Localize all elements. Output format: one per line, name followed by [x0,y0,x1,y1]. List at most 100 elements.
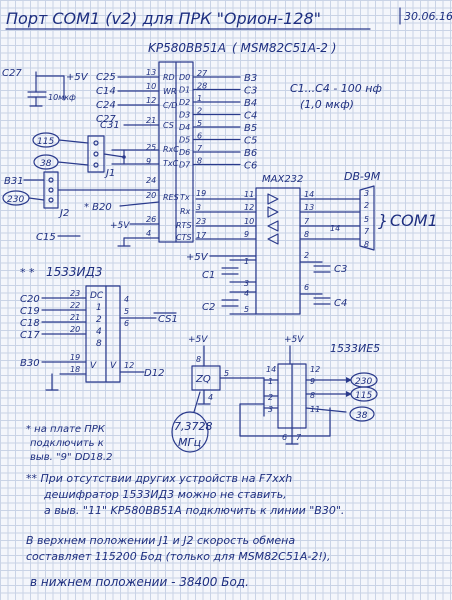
usart-inner-wr: WR [163,87,176,96]
tag-115-text: 115 [37,137,54,147]
usart-tx: Tx [180,193,190,202]
cnt-tag-230-text: 230 [355,377,372,387]
arrow-115 [346,391,352,397]
caps-note-2: (1,0 мкф) [300,98,354,111]
dc-in-c19: C19 [20,306,40,317]
usart-line-c5: C5 [244,136,257,147]
j2-pin-1 [48,177,54,183]
usart-pin-17: 17 [196,231,207,240]
usart-line-c4: C4 [244,111,257,122]
left-note-1: * на плате ПРК [26,424,106,435]
quartz-unit: МГц [178,436,201,449]
plus5v-max: +5V [186,252,209,263]
dc-inner-v2: V [110,361,117,371]
usart-pin-19: 19 [196,189,206,198]
max-cap-pin-4: 4 [244,289,249,298]
quartz-arrow [193,391,201,413]
usart-data-d1: D1 [179,86,190,95]
db9-label: DB-9M [344,170,381,183]
dc-inner-v1: V [90,361,97,371]
max-pin-12: 12 [244,203,254,212]
plus5v-usart: +5V [110,221,130,231]
usart-pin-9: 9 [146,157,151,166]
max-pin-10: 10 [244,217,254,226]
label-cs1: CS1 [158,314,178,325]
j2-pin-2 [48,187,54,193]
db9-pin-7: 7 [364,227,370,236]
zq-pin-4: 4 [208,393,213,402]
usart-in-c24: C24 [96,100,116,111]
db9-pin-5: 5 [364,215,369,224]
cnt-pin-1: 1 [268,377,273,386]
cnt-pin-7: 7 [296,433,302,442]
jumper-j2[interactable] [43,171,59,209]
usart-line-b4: B4 [244,98,257,109]
max232-receiver-1 [267,220,279,232]
dc-pin-21: 21 [70,313,80,322]
com1-brace: } [378,211,388,230]
max232-driver-2 [267,206,279,218]
j2-pin-3 [48,197,54,203]
dc-pin-19: 19 [70,353,80,362]
usart-inner-rd: RD [163,73,175,82]
label-d12: D12 [144,368,164,379]
usart-line-c3: C3 [244,86,257,97]
cnt-pin-14: 14 [266,365,276,374]
usart-data-pin-2: 1 [197,94,202,103]
dc-out-pin-5: 5 [124,307,129,316]
j1-pin-3 [93,162,99,168]
usart-data-d0: D0 [179,73,190,82]
usart-line-c6: C6 [244,161,257,172]
usart-in-c14: C14 [96,86,116,97]
cnt-tag-38-text: 38 [356,411,368,421]
dc-in-c18: C18 [20,318,40,329]
dc-out-pin-6: 6 [124,319,129,328]
date-label: 30.06.16 [404,10,452,23]
usart-pin-10: 10 [146,82,156,91]
dc-inner-dc: DC [90,291,104,301]
dc-pin-23: 23 [70,289,80,298]
cnt-pin-9: 9 [310,377,315,386]
label-b30: B30 [20,358,40,369]
wire-115 [58,139,89,144]
max-pin-7: 7 [304,217,310,226]
usart-chip-alt: ( MSM82C51A-2 ) [232,41,336,55]
wire-b20 [119,201,160,207]
zq-label: ZQ [195,374,211,385]
usart-data-d7: D7 [179,161,191,170]
label-b20: * B20 [84,202,112,213]
cnt-pin-6: 6 [282,433,287,442]
usart-pin-4: 4 [146,229,151,238]
max-pin-14: 14 [304,190,314,199]
usart-data-d4: D4 [179,123,190,132]
cnt-tag-115 [350,386,378,402]
max-pin-11: 11 [244,190,254,199]
usart-data-pin-4: 5 [197,119,202,128]
dc-chip-name: 1533ИД3 [46,265,103,279]
usart-data-pin-0: 27 [197,69,208,78]
cnt-pin-8: 8 [310,391,315,400]
max-cap-pin-5: 5 [244,305,249,314]
cap-c3: C3 [334,264,347,275]
label-b31: B31 [4,176,24,187]
usart-pin-25: 25 [146,143,156,152]
usart-rx: Rx [180,207,191,216]
note-4: В верхнем положении J1 и J2 скорость обм… [26,534,295,547]
usart-pin-13: 13 [146,68,156,77]
cap-c4: C4 [334,298,347,309]
page-title: Порт COM1 (v2) для ПРК "Орион-128" [6,9,321,28]
max-cap-pin-6: 6 [304,283,309,292]
max-pin-9: 9 [244,230,249,239]
max-cap-pin-1: 1 [244,257,249,266]
wire-230 [28,197,45,201]
zq-pin-5: 5 [224,369,229,378]
usart-data-d2: D2 [179,98,190,107]
usart-data-pin-5: 6 [197,132,202,141]
dc-pin-22: 22 [70,301,80,310]
db9-pin-3: 3 [364,189,369,198]
left-note-2: подключить к [30,438,104,449]
usart-line-b5: B5 [244,123,257,134]
note-5: составляет 115200 Бод (только для MSM82C… [26,550,331,563]
